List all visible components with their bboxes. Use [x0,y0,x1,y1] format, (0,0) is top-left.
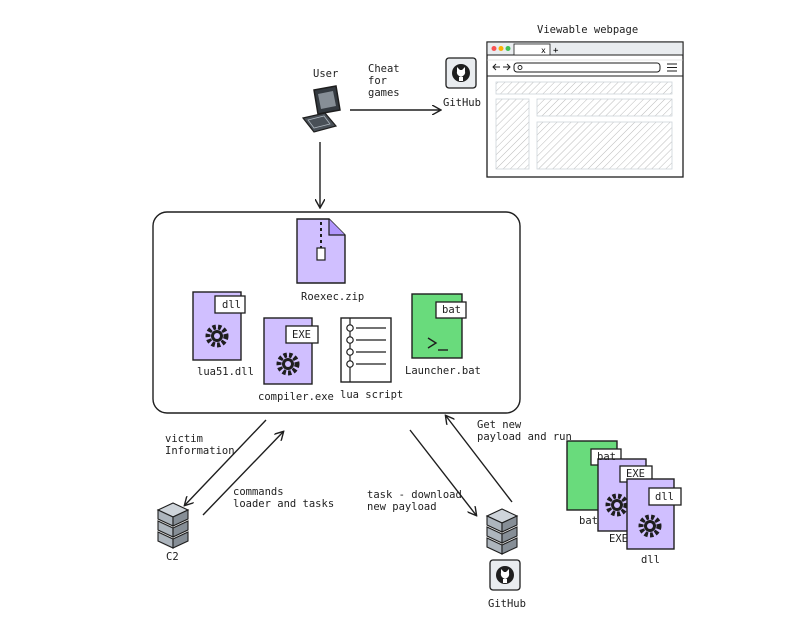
user-label: User [313,68,339,80]
payload-bat-tag: bat [597,451,616,463]
script-list-icon [340,317,392,383]
bat-tag: bat [442,304,461,316]
zip-label: Roexec.zip [301,291,365,303]
bundle-container [152,211,521,414]
arrow-bundle-to-c2 [185,419,267,505]
browser-tab-close[interactable]: x [541,46,546,55]
bat-label: Launcher.bat [405,365,481,377]
arrow-github-to-bundle [446,416,513,503]
arrow-c2-to-bundle [202,432,283,516]
forward-arrow-icon[interactable] [503,63,511,71]
task-download-label: task - download new payload [367,489,462,513]
search-icon [517,65,523,70]
github-top-label: GitHub [443,97,481,109]
browser-window: x + [486,41,684,178]
zip-file-icon [296,218,346,284]
user-computer-icon [301,85,341,133]
exe-tag: EXE [292,329,311,341]
dll-label: lua51.dll [197,366,254,378]
dll-file-icon [192,291,246,361]
payload-dll-file-icon [626,478,682,550]
exe-label: compiler.exe [258,391,334,403]
commands-label: commands loader and tasks [233,486,335,510]
browser-tab-new[interactable]: + [553,46,559,56]
payload-exe-tag: EXE [626,468,645,480]
c2-server-icon [156,502,190,549]
script-label: lua script [340,389,404,401]
payload-bat-label: bat [579,515,598,527]
github-top-icon [445,57,477,89]
back-arrow-icon[interactable] [492,63,500,71]
arrow-bundle-to-github [409,429,476,515]
dll-tag: dll [222,299,241,311]
payload-exe-label: EXE [609,533,628,545]
github-bottom-label: GitHub [488,598,526,610]
c2-label: C2 [166,551,179,563]
payload-dll-label: dll [641,554,660,566]
viewable-webpage-label: Viewable webpage [537,24,639,36]
payload-dll-tag: dll [655,491,674,503]
address-bar[interactable] [513,62,661,73]
github-bottom-icon [489,559,521,591]
bat-file-icon [411,293,467,359]
exe-file-icon [263,317,319,385]
cheat-for-games-label: Cheat for games [368,63,400,99]
get-new-payload-label: Get new payload and run [477,419,572,443]
menu-icon[interactable] [667,63,677,72]
victim-information-label: victim Information [165,433,235,457]
github-server-icon [485,508,519,555]
